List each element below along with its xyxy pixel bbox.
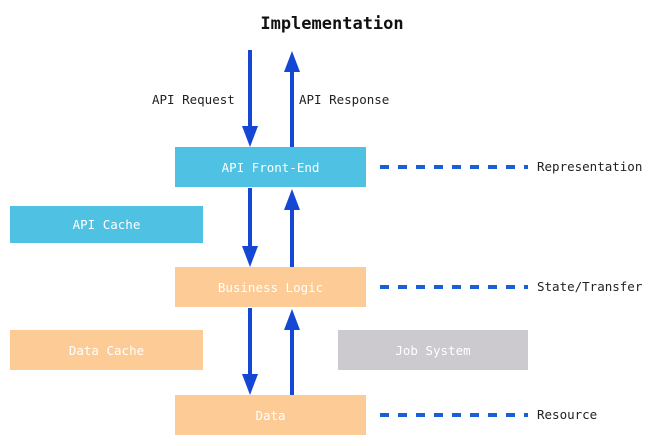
arrow-api-response-up bbox=[283, 50, 301, 148]
box-api-front-end-label: API Front-End bbox=[221, 159, 320, 175]
arrow-logic-to-frontend-up bbox=[283, 188, 301, 268]
box-api-cache[interactable]: API Cache bbox=[10, 206, 203, 243]
box-data-cache-label: Data Cache bbox=[68, 342, 145, 358]
label-api-request: API Request bbox=[152, 92, 235, 107]
arrow-frontend-to-logic-down bbox=[241, 188, 259, 268]
box-data[interactable]: Data bbox=[175, 395, 366, 435]
dashed-connector-representation bbox=[380, 165, 528, 169]
side-label-resource: Resource bbox=[537, 407, 598, 422]
box-data-label: Data bbox=[255, 407, 286, 423]
box-business-logic[interactable]: Business Logic bbox=[175, 267, 366, 307]
arrow-data-to-logic-up bbox=[283, 308, 301, 396]
label-api-response: API Response bbox=[299, 92, 390, 107]
arrow-api-request-down bbox=[241, 50, 259, 148]
dashed-connector-resource bbox=[380, 413, 528, 417]
page-title: Implementation bbox=[260, 14, 404, 34]
dashed-connector-state-transfer bbox=[380, 285, 528, 289]
side-label-state-transfer: State/Transfer bbox=[537, 279, 643, 294]
box-data-cache[interactable]: Data Cache bbox=[10, 330, 203, 370]
box-job-system[interactable]: Job System bbox=[338, 330, 528, 370]
box-job-system-label: Job System bbox=[395, 342, 471, 358]
side-label-representation: Representation bbox=[537, 159, 643, 174]
box-api-front-end[interactable]: API Front-End bbox=[175, 147, 366, 187]
box-api-cache-label: API Cache bbox=[72, 217, 141, 232]
box-business-logic-label: Business Logic bbox=[217, 279, 324, 295]
arrow-logic-to-data-down bbox=[241, 308, 259, 396]
